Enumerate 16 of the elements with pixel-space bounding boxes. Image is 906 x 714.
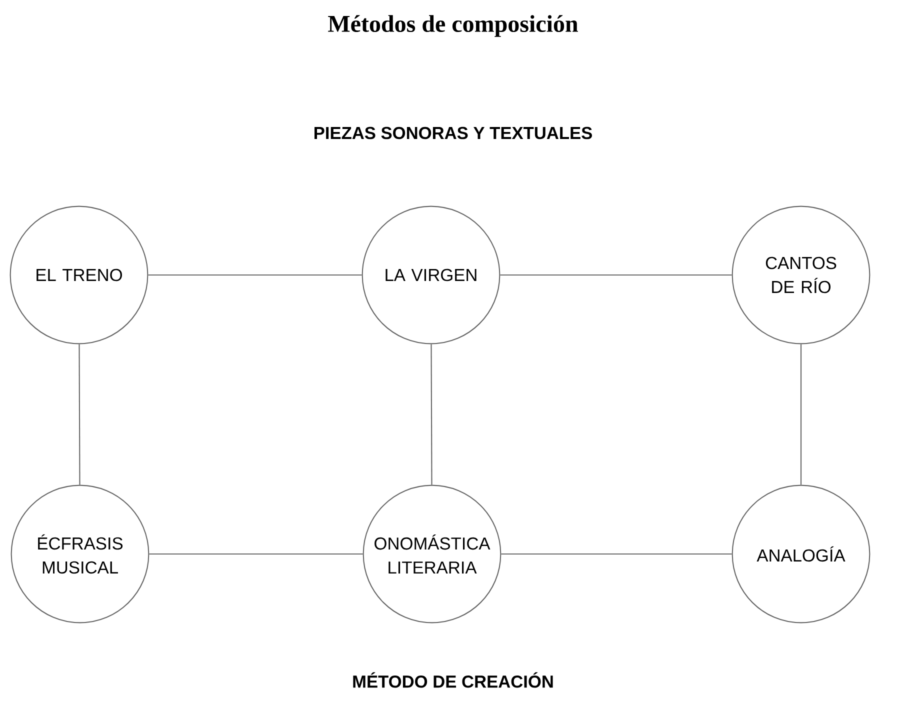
connector-line <box>148 274 362 276</box>
circle-node: ONOMÁSTICA LITERARIA <box>362 484 502 624</box>
circle-node: CANTOS DE RÍO <box>732 206 870 344</box>
connector-line <box>800 344 802 485</box>
section-heading: MÉTODO DE CREACIÓN <box>353 672 553 688</box>
circle-node: ÉCFRASIS MUSICAL <box>10 484 150 624</box>
connector-line <box>430 344 432 485</box>
section-heading: PIEZAS SONORAS Y TEXTUALES <box>314 126 592 140</box>
connector-line <box>500 274 732 276</box>
circle-node: EL TRENO <box>10 206 148 344</box>
connector-line <box>501 553 732 555</box>
connector-line <box>149 553 363 555</box>
connector-line <box>78 344 80 485</box>
circle-node: LA VIRGEN <box>362 206 500 344</box>
circle-node: ANALOGÍA <box>732 484 870 624</box>
title: Métodos de composición <box>328 15 578 37</box>
